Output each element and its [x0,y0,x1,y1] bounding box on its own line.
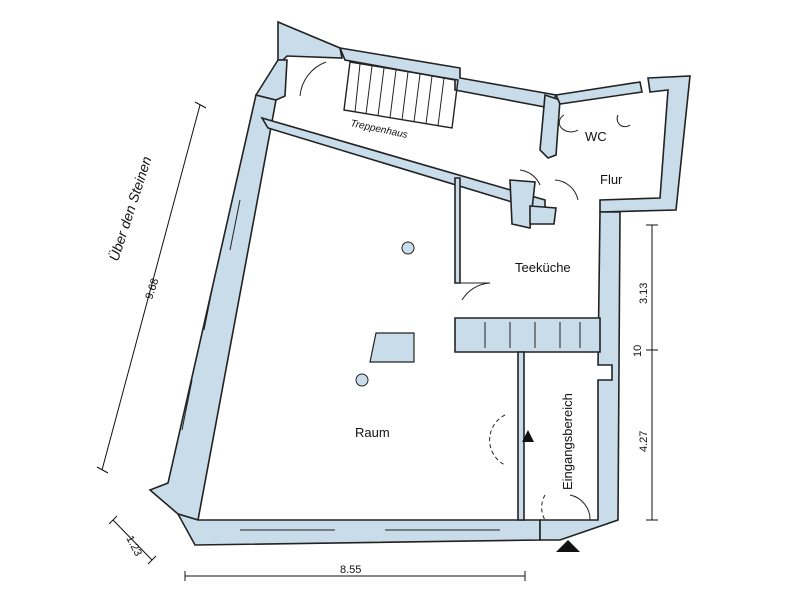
room-label-treppenhaus: Treppenhaus [349,118,408,141]
entry-arrow-icon [522,430,534,442]
stair-corner-block [254,59,288,101]
kitchen-counter [484,322,581,348]
room-label-eingangsbereich: Eingangsbereich [560,393,575,490]
street-label: Über den Steinen [105,154,155,263]
window-line [203,279,215,331]
sink-icon [616,114,631,128]
column-icon [401,241,415,255]
right-upper-wall [599,75,691,213]
dimension-label-right-lower: 4.27 [638,431,650,452]
dimension-left [96,101,207,474]
flur-bottom-left [529,205,557,225]
staircase [343,61,459,129]
entrance-arrow-icon [556,540,580,552]
left-exterior-wall [148,94,277,522]
dimension-corner [108,515,157,565]
door-swing-flur-right [554,179,579,201]
window-line [229,199,241,251]
entry-partition [517,351,525,521]
flur-left-wall [509,179,536,229]
room-label-teekueche: Teeküche [515,260,571,275]
door-swing-flur-left [519,169,541,186]
dimension-label-corner: 1.23 [123,534,144,559]
door-swing-entry-inner [489,414,506,466]
pillar-block [369,332,415,363]
door-swing-teekueche [460,282,491,301]
wc-top-wall [554,81,643,105]
dimension-right [646,224,658,521]
door-swing-main-entrance [569,494,591,521]
dimension-label-right-upper: 3.13 [638,283,650,304]
dimension-label-bottom: 8.55 [340,564,361,576]
dimension-bottom [184,571,526,581]
top-stair-wall [277,20,343,61]
dimension-label-right-mid: 10 [632,345,644,357]
column-icon [355,373,369,387]
teekueche-lower-wall [454,317,601,353]
teekueche-left-wall [454,177,461,284]
room-label-flur: Flur [600,172,623,187]
dimension-label-left: 9.68 [143,277,161,301]
door-swing-main-entrance-2 [541,494,546,521]
window-line [181,379,193,431]
room-label-wc: WC [585,129,607,144]
toilet-icon [558,114,579,133]
room-label-raum: Raum [355,425,390,440]
door-swing-treppenhaus [299,61,327,97]
right-lower-wall [539,211,621,541]
